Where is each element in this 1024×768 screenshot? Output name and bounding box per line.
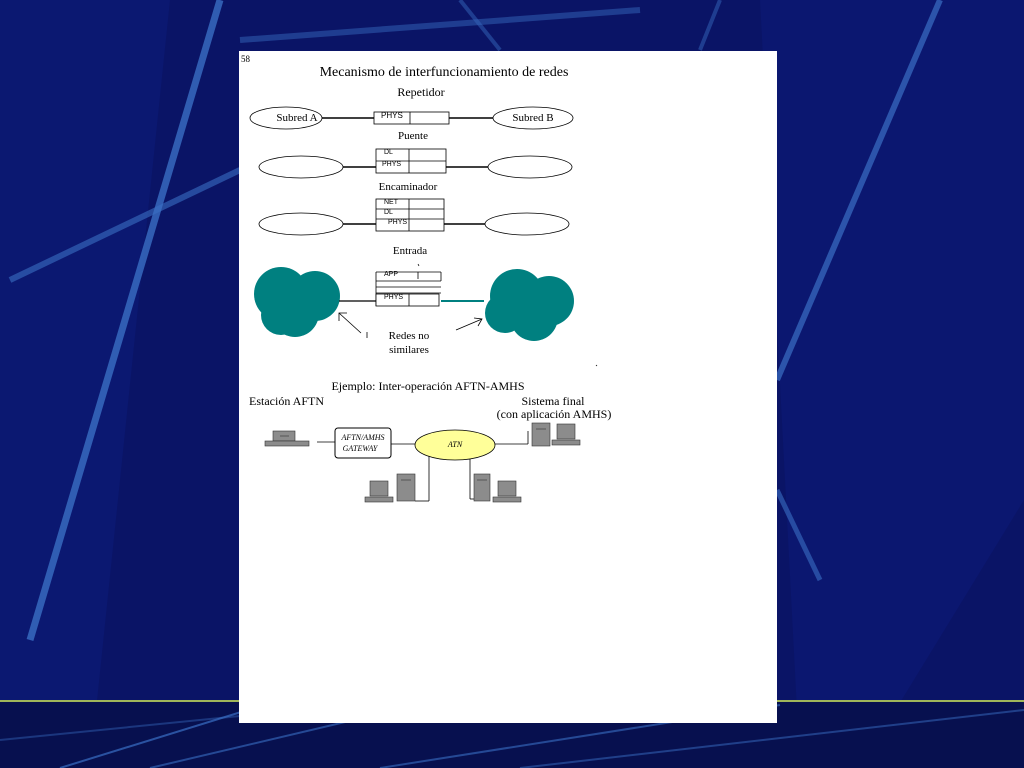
- repeater-title: Repetidor: [397, 85, 445, 99]
- example-title: Ejemplo: Inter-operación AFTN-AMHS: [331, 379, 525, 393]
- gateway-phys-box: [375, 293, 440, 307]
- gateway-phys-layer: PHYS: [384, 294, 404, 301]
- router-phys-layer: PHYS: [388, 219, 408, 226]
- atn-cloud-label: ATN: [447, 440, 463, 449]
- end-system-workstation-icon: [551, 423, 581, 446]
- page-number: 58: [241, 54, 250, 64]
- repeater-phys-layer: PHYS: [381, 111, 403, 120]
- interworking-diagram: [249, 106, 598, 503]
- subnet-a-label: Subred A: [276, 112, 318, 124]
- repeater-diagram: [249, 106, 574, 130]
- atn-cloud: [414, 429, 496, 461]
- bottom-right-workstation-icon: [492, 480, 522, 503]
- gateway-app-layer: APP: [384, 271, 399, 278]
- bridge-left-ellipse: [258, 155, 344, 179]
- teal-cloud-right: [485, 269, 574, 341]
- end-system-line2: (con aplicación AMHS): [496, 407, 612, 421]
- arrow-right: [455, 317, 483, 331]
- router-title: Encaminador: [378, 181, 438, 193]
- bottom-right-server-icon: [473, 473, 491, 502]
- gateway-box-line2: GATEWAY: [342, 444, 378, 453]
- bottom-left-server-icon: [396, 473, 416, 502]
- repeater-box: [373, 111, 450, 125]
- end-system-line1: Sistema final: [521, 394, 585, 408]
- bridge-phys-layer: PHYS: [382, 161, 402, 168]
- aftn-station-computer-icon: [264, 430, 310, 447]
- router-right-ellipse: [484, 212, 570, 236]
- subnet-b-label: Subred B: [512, 112, 554, 124]
- end-system-server-icon: [531, 422, 551, 447]
- aftn-amhs-gateway-box: [334, 427, 392, 459]
- gateway-title: Entrada: [392, 245, 428, 257]
- bridge-diagram: [258, 148, 573, 179]
- bottom-left-workstation-icon: [364, 480, 394, 503]
- aftn-amhs-example: [264, 422, 581, 503]
- slide-page: 58 Mecanismo de interfuncionamiento de r…: [239, 51, 777, 723]
- dissimilar-networks-line1: Redes no: [388, 330, 430, 342]
- bridge-title: Puente: [398, 130, 428, 142]
- aftn-station-label: Estación AFTN: [249, 394, 324, 408]
- gateway-box-line1: AFTN/AMHS: [341, 433, 385, 442]
- router-net-layer: NET: [384, 199, 398, 206]
- arrow-left: [338, 312, 368, 338]
- dissimilar-networks-line2: similares: [389, 344, 429, 356]
- router-dl-layer: DL: [384, 209, 393, 216]
- bridge-dl-layer: DL: [384, 149, 393, 156]
- router-diagram: [258, 198, 570, 236]
- bridge-right-ellipse: [487, 155, 573, 179]
- router-left-ellipse: [258, 212, 344, 236]
- slide-title: Mecanismo de interfuncionamiento de rede…: [319, 65, 569, 80]
- gateway-diagram: [254, 263, 598, 367]
- teal-cloud-left: [254, 267, 340, 337]
- router-box: [375, 198, 445, 232]
